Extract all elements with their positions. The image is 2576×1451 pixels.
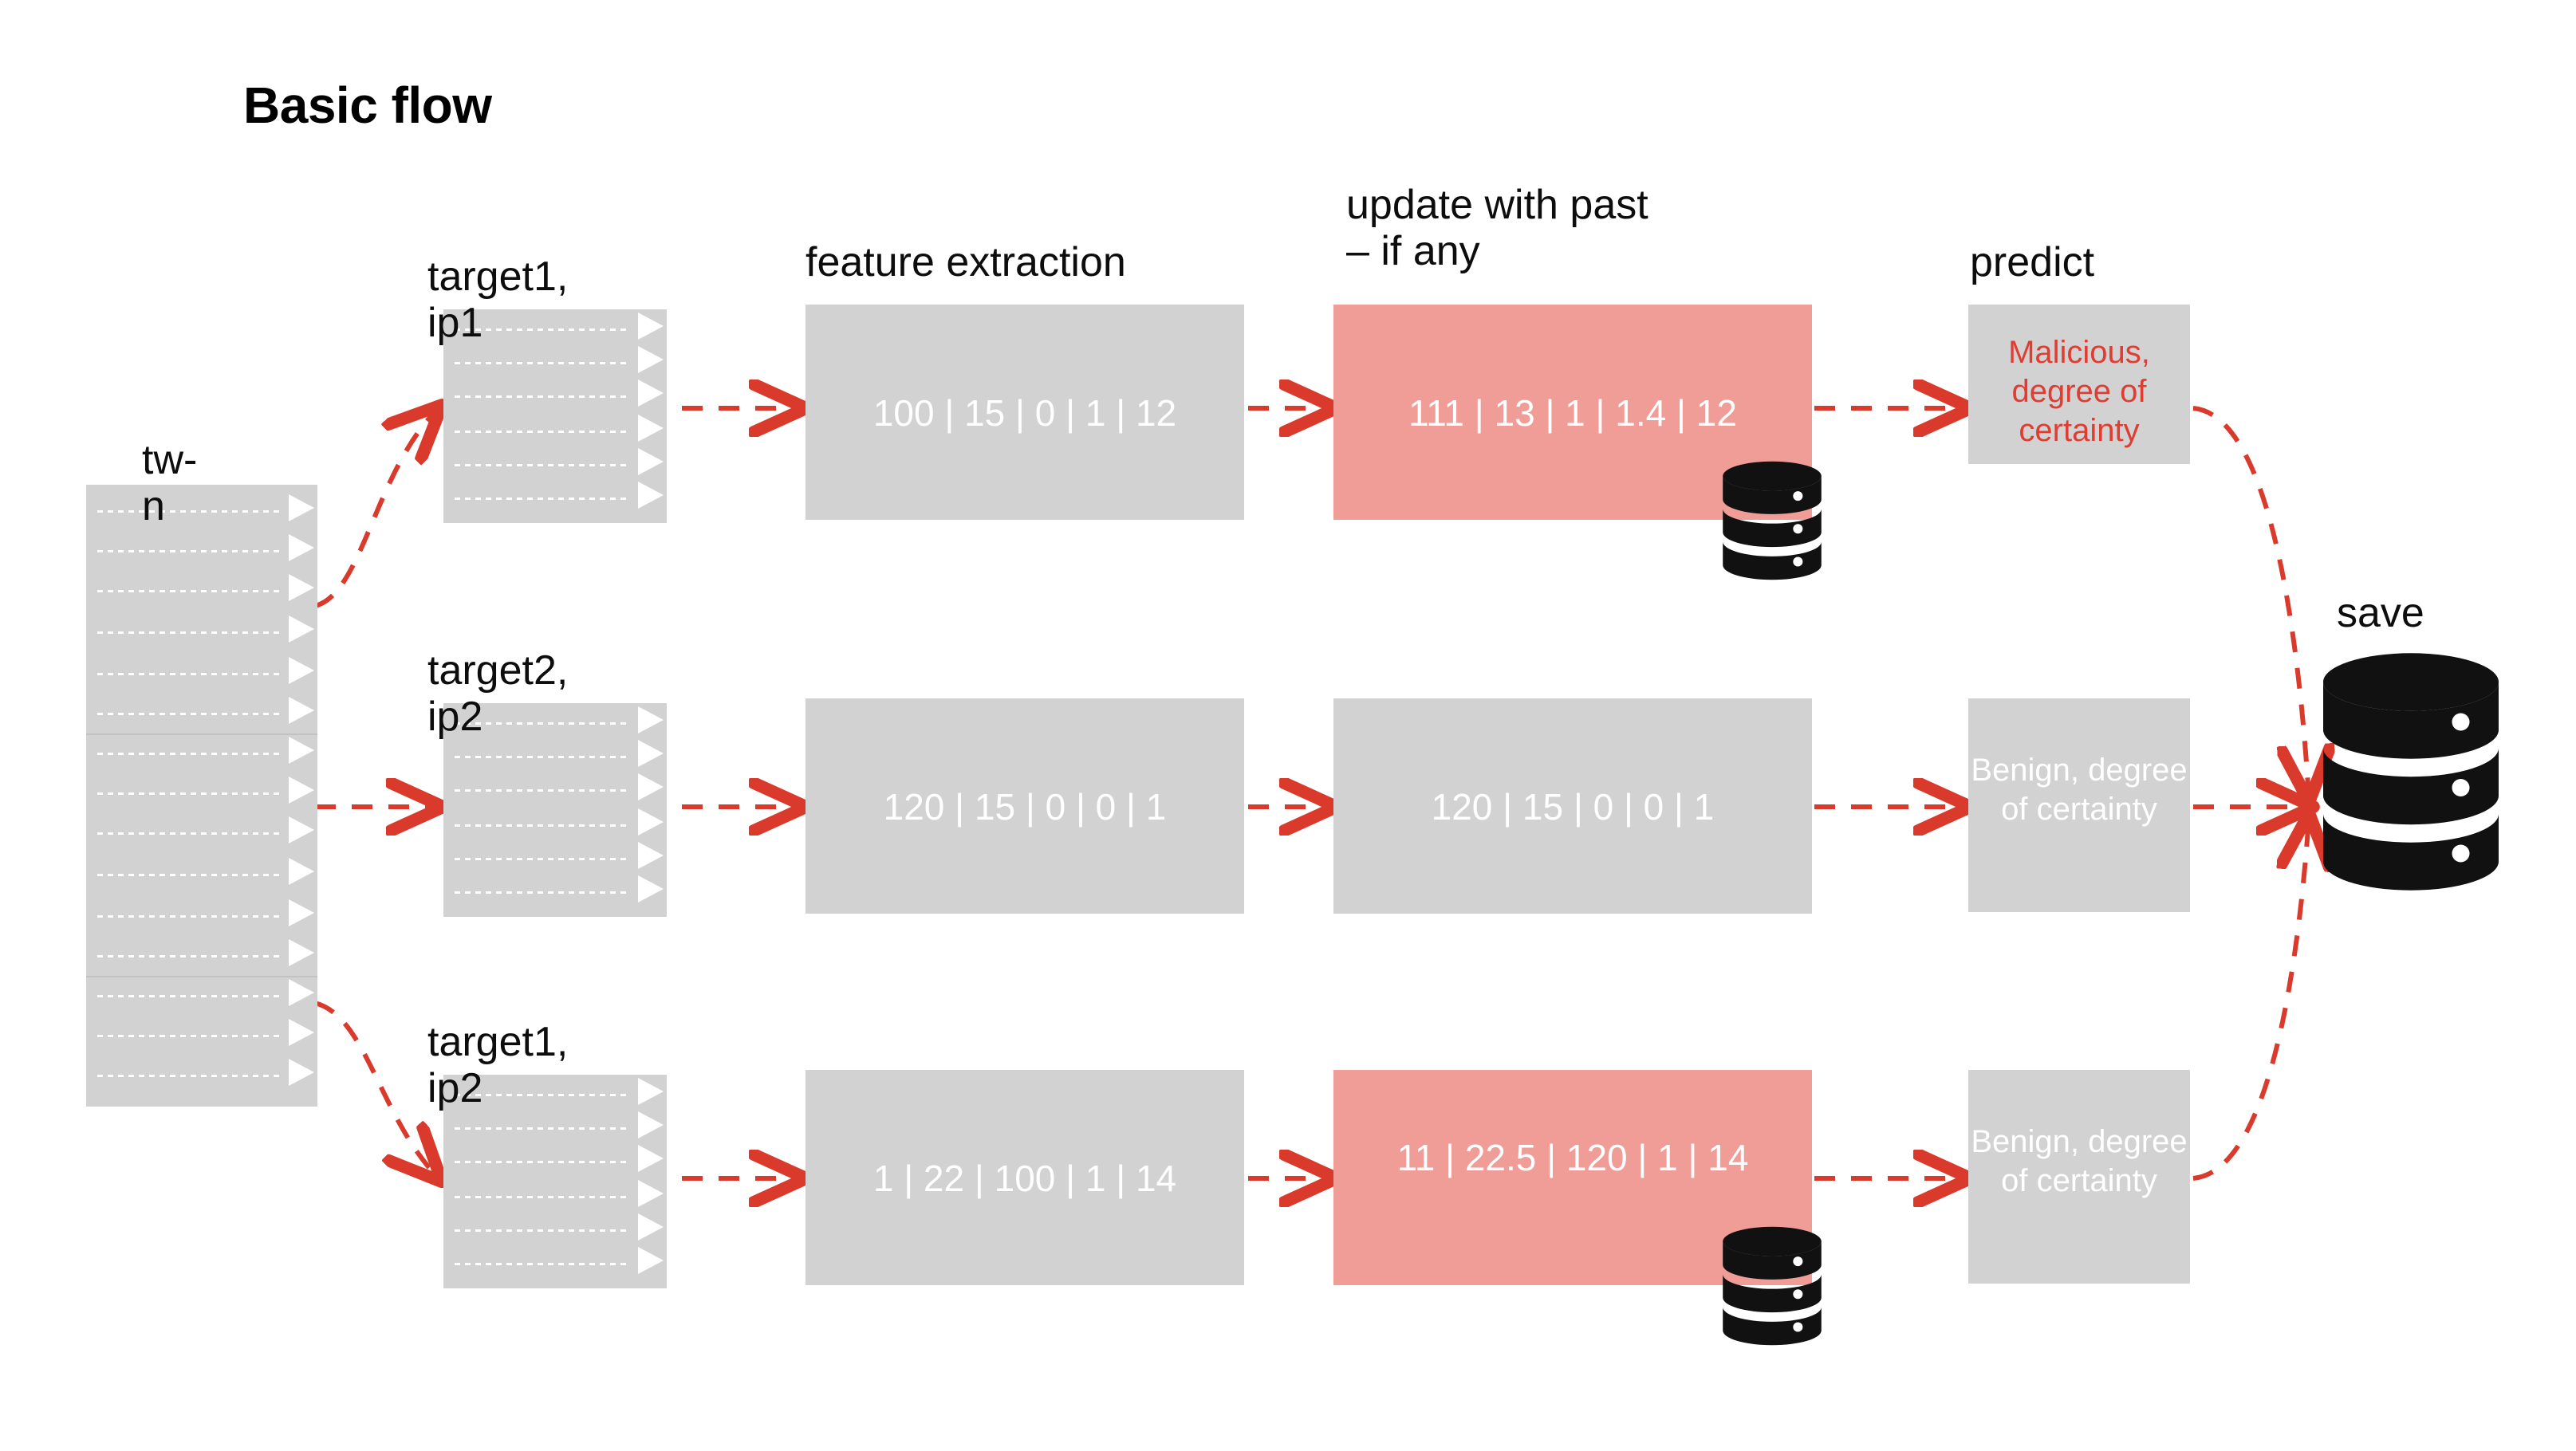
target-label-1: target1, ip1 — [427, 254, 569, 347]
database-cylinder-icon — [1713, 461, 1831, 580]
update-values-2: 120 | 15 | 0 | 0 | 1 — [1431, 786, 1715, 828]
update-values-1: 111 | 13 | 1 | 1.4 | 12 — [1408, 392, 1737, 434]
target-stack-1[interactable] — [443, 309, 667, 523]
feature-extraction-box-1[interactable]: 100 | 15 | 0 | 1 | 12 — [805, 305, 1244, 520]
time-window-stack[interactable] — [86, 485, 317, 1107]
target-label-2: target2, ip2 — [427, 647, 569, 741]
feature-extraction-box-3[interactable]: 1 | 22 | 100 | 1 | 14 — [805, 1070, 1244, 1285]
page-title: Basic flow — [243, 77, 492, 134]
update-values-3: 11 | 22.5 | 120 | 1 | 14 — [1396, 1137, 1749, 1178]
feature-values-2: 120 | 15 | 0 | 0 | 1 — [883, 786, 1167, 828]
update-box-2[interactable]: 120 | 15 | 0 | 0 | 1 — [1333, 698, 1812, 914]
prediction-text-2: Benign, degree of certainty — [1971, 753, 2188, 827]
record-rows — [443, 1075, 667, 1288]
target-label-3: target1, ip2 — [427, 1019, 569, 1112]
target-stack-2[interactable] — [443, 703, 667, 917]
feature-extraction-header: feature extraction — [805, 239, 1126, 285]
update-header: update with past – if any — [1346, 182, 1648, 275]
feature-values-3: 1 | 22 | 100 | 1 | 14 — [872, 1158, 1177, 1199]
link-predict3-to-save — [2192, 818, 2309, 1181]
prediction-text-3: Benign, degree of certainty — [1971, 1124, 2188, 1198]
link-stack-to-target3 — [314, 1001, 439, 1178]
feature-values-1: 100 | 15 | 0 | 1 | 12 — [872, 392, 1177, 434]
predict-box-2[interactable]: Benign, degree of certainty — [1968, 698, 2190, 912]
predict-header: predict — [1970, 239, 2095, 285]
prediction-text-1: Malicious, degree of certainty — [2008, 335, 2150, 448]
target-stack-3[interactable] — [443, 1075, 667, 1288]
predict-box-3[interactable]: Benign, degree of certainty — [1968, 1070, 2190, 1284]
feature-extraction-box-2[interactable]: 120 | 15 | 0 | 0 | 1 — [805, 698, 1244, 914]
database-cylinder-icon — [1713, 1226, 1831, 1346]
record-rows — [86, 485, 317, 1107]
record-rows — [443, 703, 667, 917]
predict-box-1[interactable]: Malicious, degree of certainty — [1968, 305, 2190, 464]
save-database-icon[interactable] — [2311, 652, 2511, 891]
save-header: save — [2337, 590, 2424, 636]
time-window-label: tw- n — [142, 437, 198, 530]
record-rows — [443, 309, 667, 523]
link-predict1-to-save — [2192, 406, 2309, 797]
